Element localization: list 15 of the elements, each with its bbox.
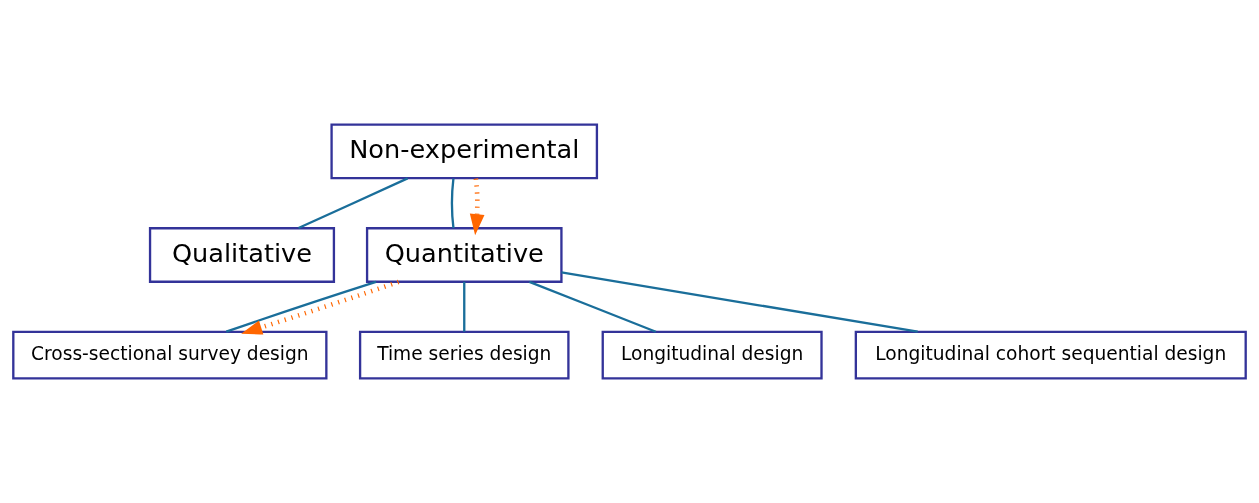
connector bbox=[298, 177, 409, 230]
connector bbox=[463, 281, 466, 332]
node-box: Longitudinal design bbox=[601, 330, 823, 380]
node-box: Time series design bbox=[358, 330, 570, 380]
node-box: Longitudinal cohort sequential design bbox=[854, 330, 1247, 380]
connector bbox=[561, 271, 918, 333]
arrow bbox=[469, 178, 485, 236]
arrow bbox=[241, 279, 400, 335]
connector bbox=[450, 178, 455, 229]
node-box: Cross-sectional survey design bbox=[12, 330, 328, 380]
node-box: Non-experimental bbox=[330, 123, 599, 180]
connector bbox=[528, 280, 657, 333]
connector bbox=[225, 280, 377, 333]
node-box: Qualitative bbox=[148, 227, 336, 283]
node-box: Quantitative bbox=[365, 227, 563, 283]
